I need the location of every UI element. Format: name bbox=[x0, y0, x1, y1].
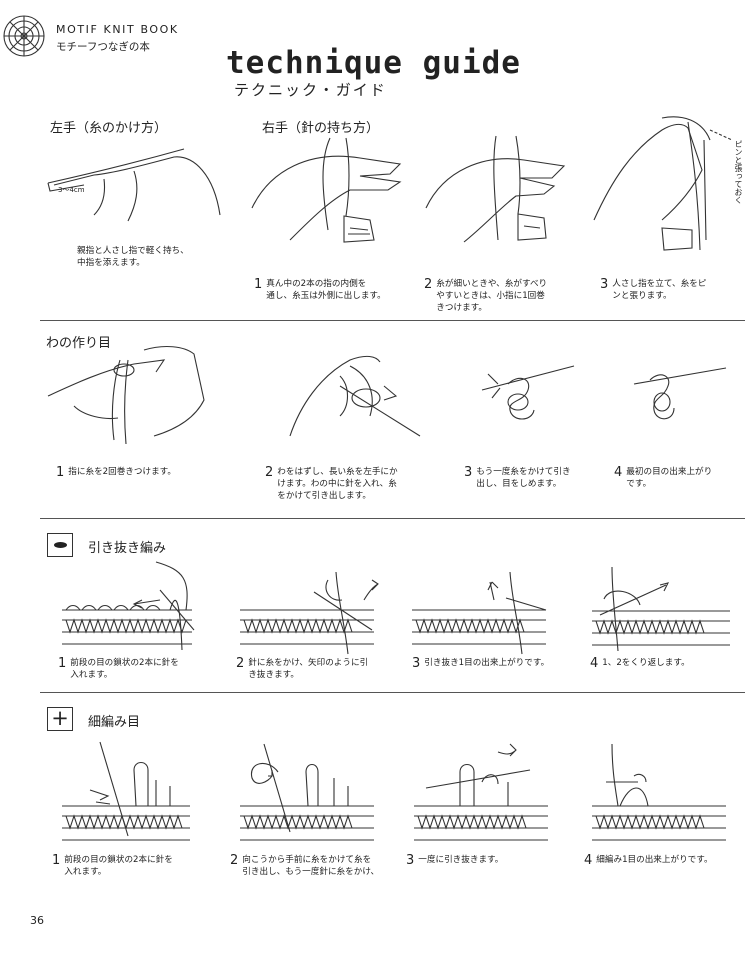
ring-step-3: 3 もう一度糸をかけて引き出し、目をしめます。 bbox=[464, 465, 571, 490]
left-hand-yarn-illustration bbox=[47, 148, 221, 222]
ring-step2-illustration bbox=[289, 355, 421, 437]
book-subtitle: モチーフつなぎの本 bbox=[56, 41, 150, 53]
hands-step-3: 3 人さし指を立て、糸をピンと張ります。 bbox=[600, 277, 707, 302]
right-hand-step1-illustration bbox=[251, 137, 402, 243]
single-step-1: 1 前段の目の鎖状の2本に針を入れます。 bbox=[52, 853, 173, 878]
single-crochet-step1-illustration bbox=[62, 741, 190, 841]
right-hand-heading: 右手（針の持ち方） bbox=[262, 121, 380, 136]
hands-step-2: 2 糸が細いときや、糸がすべりやすいときは、小指に1回巻きつけます。 bbox=[424, 277, 548, 314]
divider bbox=[40, 692, 745, 693]
crochet-motif-logo-icon bbox=[3, 15, 45, 57]
slip-stitch-step3-illustration bbox=[412, 571, 547, 655]
measure-label: 3〜4cm bbox=[58, 186, 85, 194]
divider bbox=[40, 518, 745, 519]
pin-tight-note: ピンと張っておく bbox=[734, 140, 743, 204]
ring-section-heading: わの作り目 bbox=[46, 336, 112, 351]
book-title: MOTIF KNIT BOOK bbox=[56, 23, 179, 36]
ring-step3-illustration bbox=[481, 365, 575, 420]
hands-step-1: 1 真ん中の2本の指の内側を通し、糸玉は外側に出します。 bbox=[254, 277, 386, 302]
page-number: 36 bbox=[30, 914, 44, 927]
slip-step-1: 1 前段の目の鎖状の2本に針を入れます。 bbox=[58, 656, 179, 681]
page-subtitle: テクニック・ガイド bbox=[234, 81, 387, 99]
ring-step-2: 2 わをはずし、長い糸を左手にかけます。わの中に針を入れ、糸をかけて引き出します… bbox=[265, 465, 398, 502]
single-step-2: 2 向こうから手前に糸をかけて糸を引き出し、もう一度針に糸をかけ、 bbox=[230, 853, 380, 878]
ring-step1-illustration bbox=[47, 345, 205, 445]
divider bbox=[40, 320, 745, 321]
single-step-3: 3 一度に引き抜きます。 bbox=[406, 853, 504, 868]
single-crochet-step3-illustration bbox=[414, 743, 548, 841]
ring-step-4: 4 最初の目の出来上がりです。 bbox=[614, 465, 713, 490]
slip-stitch-heading: 引き抜き編み bbox=[88, 541, 167, 556]
right-hand-step3-illustration bbox=[593, 116, 733, 251]
single-crochet-heading: 細編み目 bbox=[88, 715, 141, 730]
slip-stitch-step4-illustration bbox=[592, 566, 730, 652]
page-title: technique guide bbox=[226, 45, 521, 81]
ring-step-1: 1 指に糸を2回巻きつけます。 bbox=[56, 465, 177, 480]
single-crochet-step2-illustration bbox=[240, 743, 374, 841]
single-crochet-step4-illustration bbox=[592, 743, 726, 841]
slip-step-3: 3 引き抜き1目の出来上がりです。 bbox=[412, 656, 550, 671]
slip-stitch-symbol-icon bbox=[54, 542, 67, 548]
slip-step-2: 2 針に糸をかけ、矢印のように引き抜きます。 bbox=[236, 656, 369, 681]
slip-stitch-symbol-box bbox=[47, 533, 73, 557]
left-hand-caption: 親指と人さし指で軽く持ち、 中指を添えます。 bbox=[77, 246, 189, 268]
ring-step4-illustration bbox=[633, 367, 727, 420]
right-hand-step2-illustration bbox=[425, 135, 566, 243]
slip-stitch-step1-illustration bbox=[62, 561, 195, 651]
slip-step-4: 4 1、2をくり返します。 bbox=[590, 656, 690, 671]
plus-icon: + bbox=[51, 706, 69, 730]
slip-stitch-step2-illustration bbox=[240, 571, 379, 655]
left-hand-heading: 左手（糸のかけ方） bbox=[50, 121, 168, 136]
single-crochet-symbol-box: + bbox=[47, 706, 73, 731]
single-step-4: 4 細編み1目の出来上がりです。 bbox=[584, 853, 713, 868]
